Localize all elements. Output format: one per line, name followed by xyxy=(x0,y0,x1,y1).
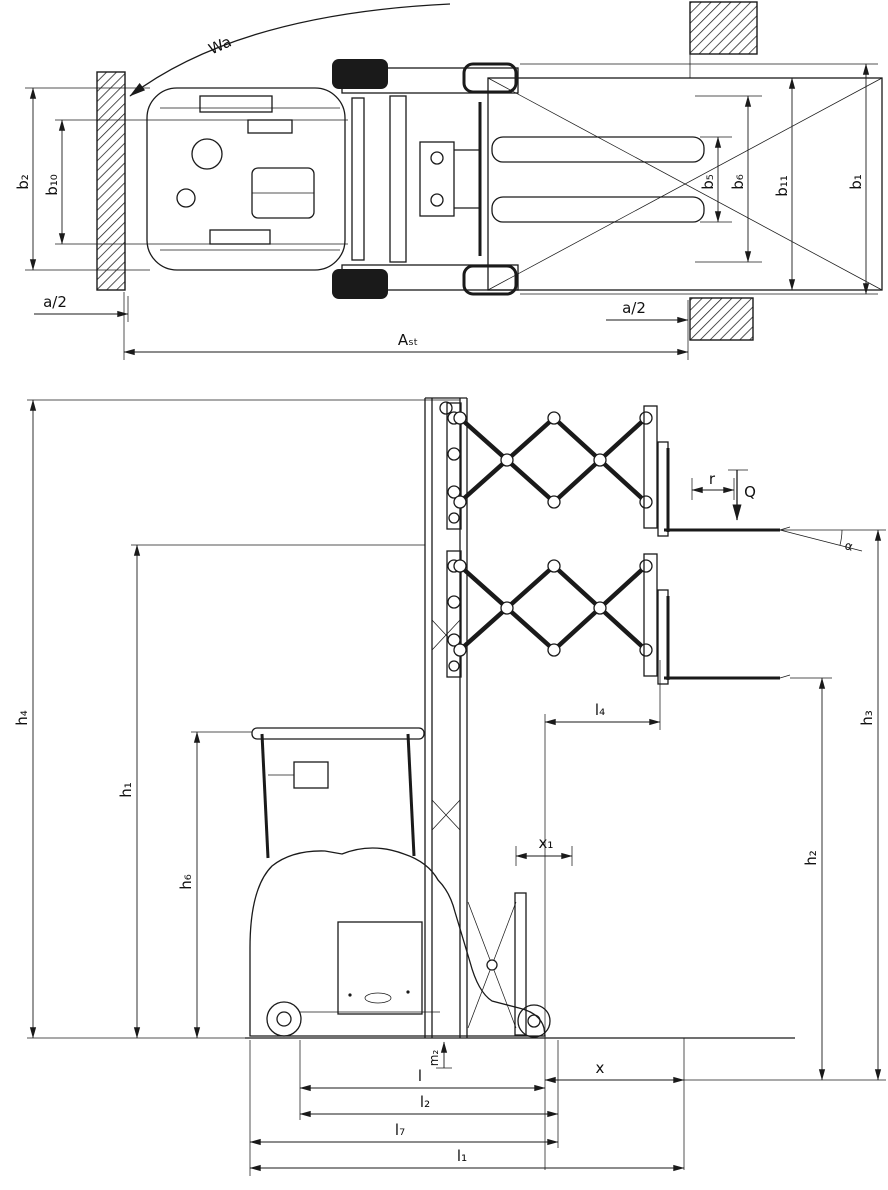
dim-label-q: Q xyxy=(744,483,756,501)
reach-scissor-upper xyxy=(446,402,791,537)
mast-pulley xyxy=(439,401,453,415)
dim-label-h3: h₃ xyxy=(858,710,876,726)
top-view: Wa xyxy=(14,1,883,360)
dim-label-ast: Aₛₜ xyxy=(398,331,418,349)
dim-label-l1: l₁ xyxy=(457,1147,467,1165)
dim-label-b2: b₂ xyxy=(14,174,32,190)
dim-label-a2-right: a/2 xyxy=(622,299,646,317)
truck-body-outline xyxy=(146,87,346,271)
dim-b5: b₅ xyxy=(699,136,732,223)
dim-h4: h₄ xyxy=(13,399,460,1039)
drive-wheel-top xyxy=(332,59,388,89)
caster-wheel xyxy=(266,1001,302,1037)
dim-h2: h₂ xyxy=(790,677,832,1081)
dim-label-h4: h₄ xyxy=(13,710,31,726)
dim-label-l2: l₂ xyxy=(420,1093,430,1111)
dim-h3: h₃ xyxy=(858,529,882,1081)
reach-carriage xyxy=(419,141,455,217)
dim-label-b11: b₁₁ xyxy=(773,175,791,197)
forklift-top-view xyxy=(146,59,519,299)
dim-label-b5: b₅ xyxy=(699,174,717,190)
dim-label-b1: b₁ xyxy=(847,174,865,190)
dim-ast: Aₛₜ xyxy=(123,292,689,360)
drive-wheel-bottom xyxy=(332,269,388,299)
dim-l: l xyxy=(299,1040,546,1120)
dim-label-l: l xyxy=(418,1067,422,1085)
dim-label-l4: l₄ xyxy=(595,701,605,719)
dim-x1: x₁ xyxy=(515,834,573,866)
dim-label-b10: b₁₀ xyxy=(43,174,61,196)
dim-label-x1: x₁ xyxy=(539,834,554,852)
battery-compartment xyxy=(337,921,423,1015)
dim-label-h6: h₆ xyxy=(177,874,195,890)
side-view: r Q α xyxy=(13,397,886,1176)
display-unit xyxy=(293,761,329,789)
fork-bottom xyxy=(491,196,705,223)
dimensions-top-view: b₂ b₁₀ b₅ b₆ b₁₁ xyxy=(14,63,878,360)
reach-scissor-lower xyxy=(447,551,790,684)
dim-b10: b₁₀ xyxy=(43,119,348,245)
mast-rail-front xyxy=(389,95,407,263)
dim-l7: l₇ xyxy=(249,1040,559,1176)
dim-label-a2-left: a/2 xyxy=(43,293,67,311)
dim-h1: h₁ xyxy=(117,544,425,1039)
load-and-tilt-annotations: r Q α xyxy=(691,469,886,554)
dim-l1: l₁ xyxy=(249,1147,685,1172)
hatched-wall-top-right xyxy=(689,1,758,55)
steering-wheel xyxy=(191,138,223,170)
dim-label-wa: Wa xyxy=(206,33,234,59)
forklift-side-view xyxy=(249,727,551,1038)
dim-b11: b₁₁ xyxy=(773,77,796,291)
dim-label-b6: b₆ xyxy=(729,174,747,190)
load-wheel-bottom xyxy=(462,264,518,296)
console xyxy=(199,95,273,113)
load-arrow: Q xyxy=(728,469,756,521)
mast-rail-rear xyxy=(351,97,365,261)
dim-l2: l₂ xyxy=(299,1040,559,1148)
dim-a2-left: a/2 xyxy=(34,293,129,322)
hatched-wall-bottom-right xyxy=(689,297,754,341)
turning-radius-arc: Wa xyxy=(129,3,451,97)
truck-body-profile xyxy=(249,847,546,1037)
tilt-angle: α xyxy=(779,529,886,554)
dim-h6: h₆ xyxy=(177,731,252,1039)
dim-label-r: r xyxy=(709,470,716,488)
dim-b2: b₂ xyxy=(14,87,150,271)
hatched-wall-left xyxy=(96,71,126,291)
dim-l4: l₄ xyxy=(544,660,661,1170)
pallet-outline xyxy=(487,77,883,291)
fork-top xyxy=(491,136,705,163)
dim-x: x xyxy=(544,1038,886,1170)
dim-label-m2: m₂ xyxy=(427,1050,441,1067)
dim-label-h1: h₁ xyxy=(117,782,135,798)
dimensions-side-view: h₄ h₁ h₆ h₃ h₂ xyxy=(13,399,886,1176)
scissor-carriage xyxy=(643,405,658,529)
dim-label-x: x xyxy=(596,1059,605,1077)
pallet-top-view xyxy=(487,77,883,291)
dim-m2: m₂ xyxy=(427,1041,452,1069)
dim-b6: b₆ xyxy=(695,95,762,263)
dim-a2-right: a/2 xyxy=(606,299,689,324)
dim-label-alpha: α xyxy=(844,538,855,553)
dim-r: r xyxy=(691,470,735,500)
dim-b1: b₁ xyxy=(520,63,878,295)
dim-label-h2: h₂ xyxy=(802,850,820,866)
dim-label-l7: l₇ xyxy=(395,1121,405,1139)
overhead-guard-roof xyxy=(251,727,425,740)
load-wheel-side xyxy=(517,1004,551,1038)
aisle-walls xyxy=(96,1,758,341)
